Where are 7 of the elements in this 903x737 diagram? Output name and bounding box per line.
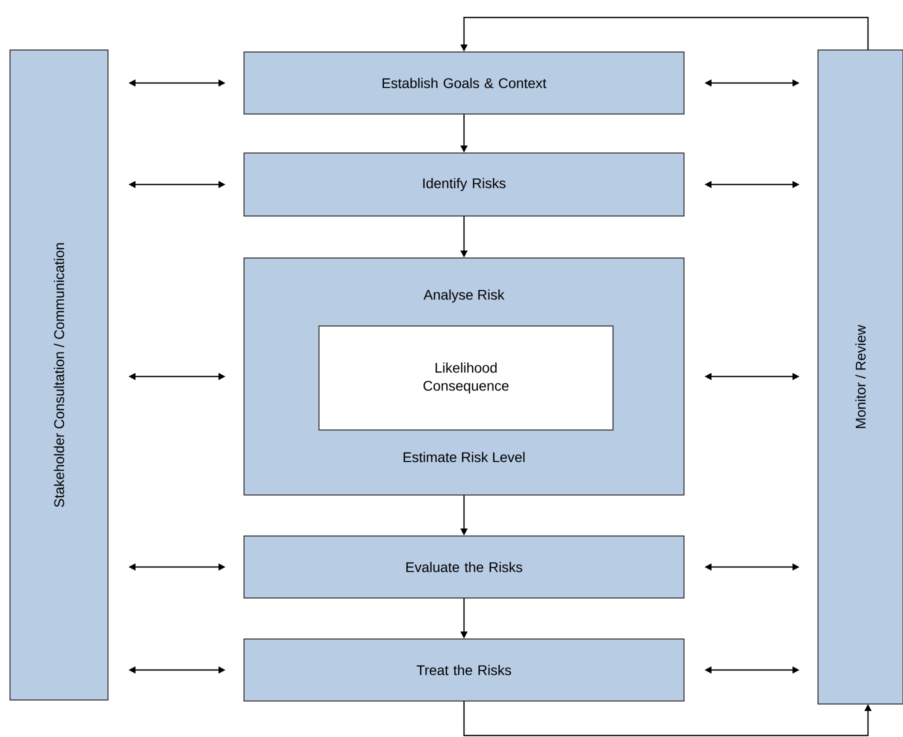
process-box: Evaluate the Risks: [244, 536, 684, 598]
side-band: Monitor / Review: [818, 50, 903, 704]
inner-box: Likelihood Consequence: [318, 326, 614, 430]
process-box: Identify Risks: [244, 152, 684, 216]
process-box: Treat the Risks: [244, 638, 684, 702]
side-band: Stakeholder Consultation / Communication: [10, 50, 108, 700]
process-box: Establish Goals & Context: [244, 52, 684, 114]
